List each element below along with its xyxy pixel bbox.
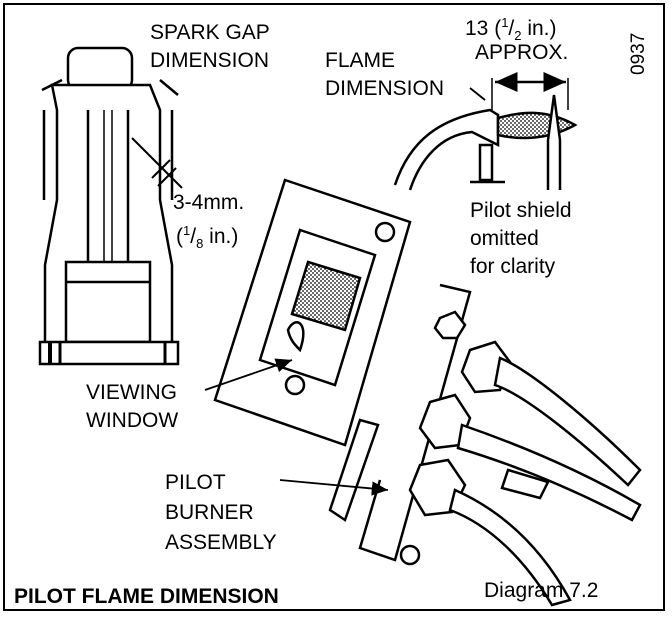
pilot-burner-line1: PILOT (165, 471, 226, 494)
approx-label-line2: APPROX. (475, 41, 569, 64)
spark-gap-label-line1: SPARK GAP (150, 21, 270, 44)
pilot-burner-line3: ASSEMBLY (165, 531, 277, 554)
leader-lines (204, 87, 486, 496)
viewing-window-plate (213, 178, 412, 447)
spark-electrode (38, 46, 180, 366)
page-title: PILOT FLAME DIMENSION (14, 585, 279, 608)
spark-gap-arrow (131, 137, 183, 189)
approx-label-line1: 13 (1/2 in.) (465, 15, 557, 44)
viewing-window-line2: WINDOW (86, 409, 179, 432)
pilot-shield-line3: for clarity (470, 255, 556, 278)
gap-mm-label: 3-4mm. (173, 191, 245, 214)
pilot-shield-line1: Pilot shield (470, 199, 572, 222)
pilot-burner-assembly (328, 283, 642, 607)
pilot-burner-line2: BURNER (165, 501, 254, 524)
diagram-frame (3, 3, 665, 611)
viewing-window-line1: VIEWING (86, 381, 178, 404)
flame-detail (393, 78, 578, 191)
pilot-shield-line2: omitted (470, 227, 539, 250)
spark-gap-label-line2: DIMENSION (150, 49, 270, 72)
flame-label-line2: DIMENSION (325, 77, 445, 100)
gap-in-label: (1/8 in.) (176, 223, 239, 252)
diagram-ref: Diagram 7.2 (484, 579, 599, 602)
flame-label-line1: FLAME (325, 49, 396, 72)
doc-id: 0937 (628, 32, 649, 75)
